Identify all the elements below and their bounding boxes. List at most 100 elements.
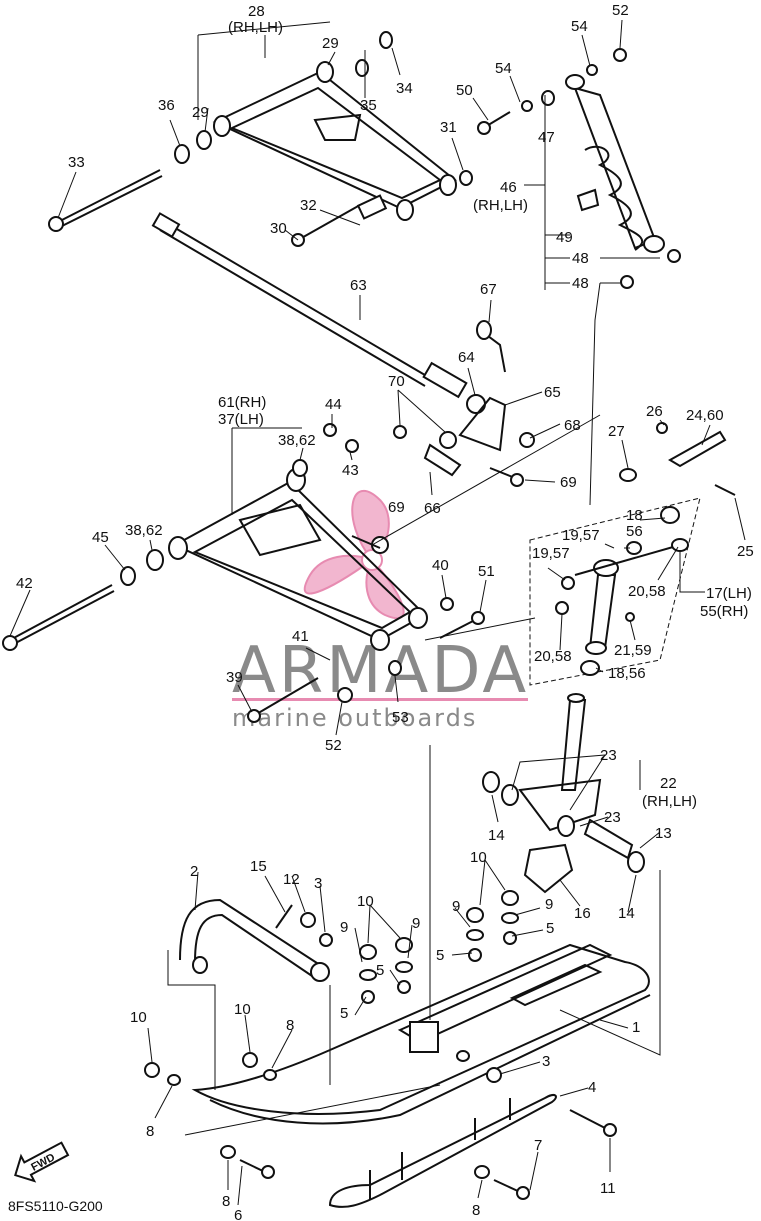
callout-30: 30 [270,220,287,237]
ski-frame-lines [167,745,661,1136]
callout-65: 65 [544,384,561,401]
skag [328,1094,557,1208]
callout-49: 49 [556,229,573,246]
callout-23: 23 [604,809,621,826]
callout-9: 9 [340,919,348,936]
callout-47: 47 [538,129,555,146]
callout-5: 5 [376,962,384,979]
callout-19-57: 19,57 [562,527,600,544]
callout-46: 46 [500,179,517,196]
ski-handle [179,898,330,982]
callout-9: 9 [412,915,420,932]
callout-9: 9 [545,896,553,913]
callout-41: 41 [292,628,309,645]
callout-55-rh: 55(RH) [700,603,748,620]
fwd-arrow: FWD [14,1141,70,1183]
callout-15: 15 [250,858,267,875]
callout-48: 48 [572,250,589,267]
watermark: ARMADA marine outboards [232,489,528,732]
callout-43: 43 [342,462,359,479]
lower-a-arm [168,468,428,651]
callout-leaders [9,19,746,1206]
diagram-code: 8FS5110-G200 [8,1198,103,1214]
callout-63: 63 [350,277,367,294]
callout-14: 14 [618,905,635,922]
callout-17-lh: 17(LH) [706,585,752,602]
spindle-bracket [393,320,535,487]
callout-29: 29 [322,35,339,52]
callout-23: 23 [600,747,617,764]
callout-8: 8 [286,1017,294,1034]
callout-24-60: 24,60 [686,407,724,424]
fwd-label: FWD [29,1151,57,1173]
callout-28-suffix: (RH,LH) [228,19,283,36]
callout-3: 3 [542,1053,550,1070]
callout-28: 28 [248,3,265,20]
callout-35: 35 [360,97,377,114]
callout-22: 22 [660,775,677,792]
callout-36: 36 [158,97,175,114]
callout-14: 14 [488,827,505,844]
callout-38-62: 38,62 [125,522,163,539]
callout-9: 9 [452,898,460,915]
watermark-tagline: marine outboards [232,704,477,732]
callout-8: 8 [146,1123,154,1140]
callout-67: 67 [480,281,497,298]
callout-52: 52 [325,737,342,754]
callout-10: 10 [130,1009,147,1026]
callout-48: 48 [572,275,589,292]
upper-arm-hardware [48,31,473,247]
callout-3: 3 [314,875,322,892]
leader-line [371,414,601,546]
lower-arm-hardware [2,423,485,723]
callout-4: 4 [588,1079,596,1096]
callout-11: 11 [600,1180,616,1197]
callout-5: 5 [436,947,444,964]
callout-5: 5 [546,920,554,937]
callout-50: 50 [456,82,473,99]
callout-56: 56 [626,523,643,540]
callout-1: 1 [632,1019,640,1036]
steering-column [529,422,736,686]
callout-16: 16 [574,905,591,922]
callout-44: 44 [325,396,342,413]
tie-rod [151,212,468,399]
callout-22-suffix: (RH,LH) [642,793,697,810]
callout-25: 25 [737,543,754,560]
callout-20-58: 20,58 [534,648,572,665]
watermark-rule [232,698,528,701]
callout-51: 51 [478,563,495,580]
callout-54: 54 [495,60,512,77]
callout-32: 32 [300,197,317,214]
callout-54: 54 [571,18,588,35]
callout-12: 12 [283,871,300,888]
callout-10: 10 [470,849,487,866]
callout-10: 10 [357,893,374,910]
callout-42: 42 [16,575,33,592]
callout-18: 18 [626,507,643,524]
callout-64: 64 [458,349,475,366]
callout-5: 5 [340,1005,348,1022]
callout-34: 34 [396,80,413,97]
shock-absorber [477,48,681,289]
callout-66: 66 [424,500,441,517]
callout-37-lh: 37(LH) [218,411,264,428]
callout-19-57: 19,57 [532,545,570,562]
callout-2: 2 [190,863,198,880]
callout-8: 8 [472,1202,480,1219]
ski-hardware [144,890,617,1200]
callout-13: 13 [655,825,672,842]
callout-6: 6 [234,1207,242,1221]
callout-40: 40 [432,557,449,574]
ski-spindle [482,693,645,894]
callout-26: 26 [646,403,663,420]
callout-52: 52 [612,2,629,19]
callout-29: 29 [192,104,209,121]
callout-70: 70 [388,373,405,390]
callout-labels: 28 (RH,LH) 29 29 34 35 36 31 33 32 30 52… [16,2,754,1221]
upper-a-arm [212,61,457,221]
callout-68: 68 [564,417,581,434]
callout-31: 31 [440,119,457,136]
callout-21-59: 21,59 [614,642,652,659]
